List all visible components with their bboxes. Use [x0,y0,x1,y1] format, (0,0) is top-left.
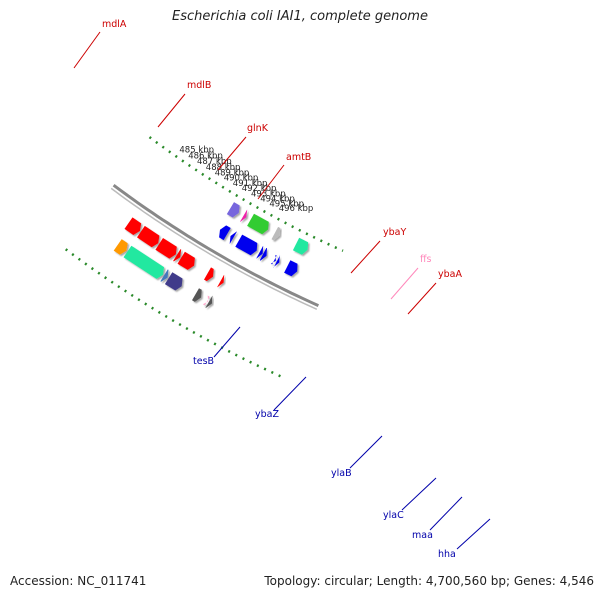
red-feature-b[interactable] [155,238,177,259]
red-feature-a[interactable] [124,217,142,235]
tesB-blue-feature[interactable] [219,225,231,241]
ybaZ-leader-line [273,376,307,411]
tick-label: 491 kbp [233,179,268,189]
tick-label: 489 kbp [215,168,250,178]
glnK-feature[interactable] [160,269,169,282]
ylaB-blue-feature[interactable] [235,234,258,256]
maa-label[interactable]: maa [412,530,433,541]
mdlA-label[interactable]: mdlA [102,19,127,30]
blue-feature-g[interactable] [256,246,264,259]
ylaB-leader-line [349,435,383,469]
ybaY-label[interactable]: ybaY [383,227,406,238]
ylaC-leader-line [401,477,437,511]
red-feature-f[interactable] [217,274,225,288]
tick-label: 487 kbp [197,157,232,167]
teal-feature-end[interactable] [292,237,309,255]
tick-label: 486 kbp [188,152,223,162]
mdlB-leader-line [157,93,186,128]
ffs-feature[interactable] [202,295,210,306]
tick-label: 494 kbp [260,194,295,204]
ybaA-leader-line [407,282,437,315]
red-feature-d[interactable] [177,251,195,270]
tick-label: 485 kbp [179,146,214,156]
red-feature-c[interactable] [173,249,182,262]
mdlB-label[interactable]: mdlB [187,80,211,91]
backbone-shadow [110,187,318,310]
backbone-line [112,183,320,307]
tesB-feature[interactable] [226,202,240,218]
tick-label: 493 kbp [251,189,286,199]
ylaB-green-feature[interactable] [247,213,269,235]
ybaY-leader-line [350,240,381,274]
hha-leader-line [456,518,491,550]
tick-ring-1 [64,248,287,380]
tesB-label[interactable]: tesB [193,356,214,367]
mdlB-feature-red[interactable] [137,225,160,248]
backbone-group [110,183,320,310]
ylaB-label[interactable]: ylaB [331,468,352,479]
ylaC-label[interactable]: ylaC [383,510,404,521]
hha-feature[interactable] [270,254,277,265]
accession-text: Accession: NC_011741 [10,574,147,588]
amtB-label[interactable]: amtB [286,152,311,163]
mdlA-leader-line [73,31,101,69]
ybaZ-label[interactable]: ybaZ [255,409,279,420]
glnK-label[interactable]: glnK [247,123,269,134]
tick-label: 490 kbp [224,174,259,184]
red-feature-e[interactable] [204,267,214,282]
tick-ring-0 [148,136,344,252]
tick-label: 488 kbp [206,163,241,173]
blue-feature-f[interactable] [229,231,237,244]
ybaY-feature[interactable] [192,288,202,302]
amtB-feature[interactable] [164,272,183,291]
ffs-label[interactable]: ffs [420,254,432,265]
ybaA-label[interactable]: ybaA [438,269,462,280]
ffs-leader-line [390,267,419,300]
ylaC-feature[interactable] [259,247,267,261]
ybaA-feature[interactable] [205,295,213,309]
mdlA-feature[interactable] [123,245,165,279]
maa-feature[interactable] [271,226,281,241]
amtB-leader-line [257,164,285,200]
glnK-leader-line [217,136,247,171]
ybaZ-feature[interactable] [240,209,248,222]
genome-summary-text: Topology: circular; Length: 4,700,560 bp… [264,574,594,588]
hha-label[interactable]: hha [438,549,456,560]
tick-marks [64,136,344,380]
features-group[interactable] [113,202,309,309]
maa-leader-line [429,496,463,531]
blue-feature-h[interactable] [273,254,281,268]
tick-label: 496 kbp [279,204,314,214]
tesB-leader-line [213,326,241,358]
tick-label: 492 kbp [242,184,277,194]
blue-feature-end[interactable] [284,260,298,277]
orange-feature[interactable] [113,239,128,255]
tick-label: 495 kbp [269,199,304,209]
map-title: Escherichia coli IAI1, complete genome [172,9,428,24]
